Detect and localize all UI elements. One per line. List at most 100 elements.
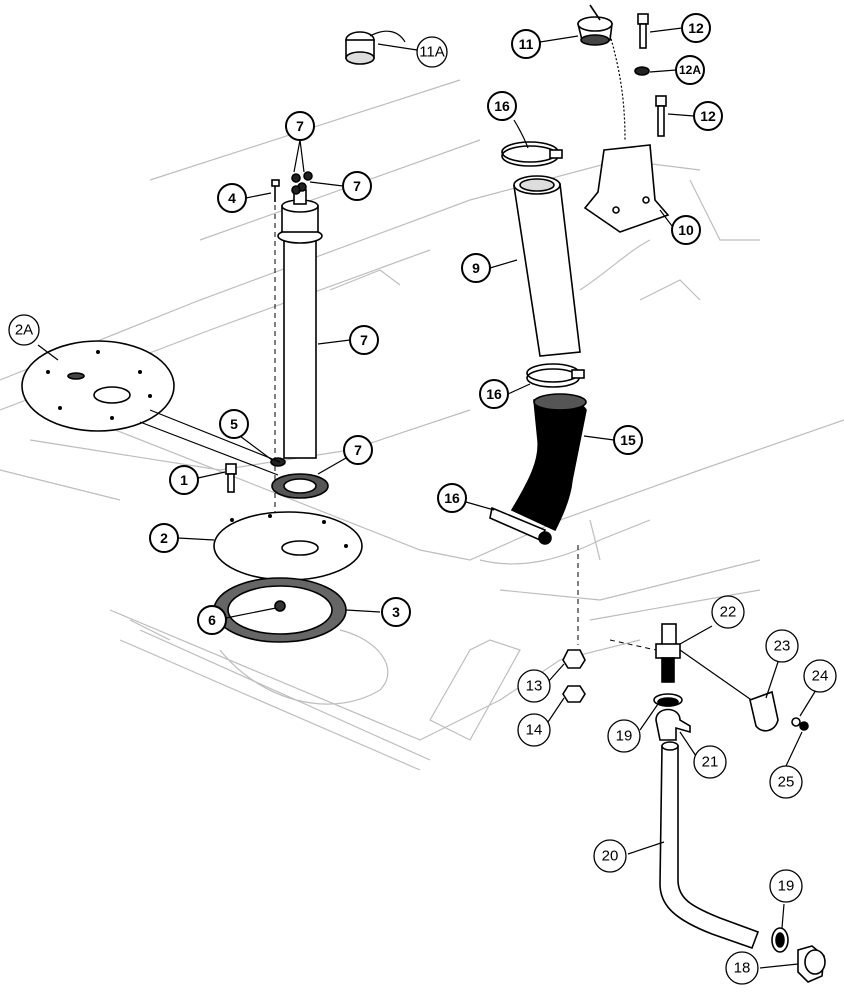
callout-2a: 2A <box>8 314 40 346</box>
callout-11: 11 <box>511 29 541 59</box>
svg-text:23: 23 <box>774 638 791 655</box>
callout-7-tube: 7 <box>349 325 379 355</box>
callout-24: 24 <box>803 659 837 693</box>
nut-25 <box>799 721 809 731</box>
svg-text:4: 4 <box>228 190 236 206</box>
fuel-sender-7 <box>277 189 323 459</box>
callout-7-top: 7 <box>285 111 315 141</box>
svg-text:13: 13 <box>526 678 543 695</box>
nuts-7-top <box>291 171 313 195</box>
callout-16-middle: 16 <box>479 379 509 409</box>
callout-6: 6 <box>197 605 227 635</box>
callout-7-right: 7 <box>342 171 372 201</box>
callout-12-lower: 12 <box>693 101 723 131</box>
callout-2: 2 <box>149 523 179 553</box>
callout-4: 4 <box>217 183 247 213</box>
callout-16-top: 16 <box>487 91 517 121</box>
callout-7-gasket: 7 <box>343 435 373 465</box>
gasket-7 <box>271 473 329 499</box>
svg-text:2: 2 <box>160 530 168 546</box>
callout-22: 22 <box>711 595 745 629</box>
svg-text:7: 7 <box>360 332 368 348</box>
chassis-outline <box>0 79 844 771</box>
svg-text:22: 22 <box>720 604 737 621</box>
svg-text:16: 16 <box>494 98 510 114</box>
screw-4 <box>271 179 280 202</box>
callout-13: 13 <box>517 669 551 703</box>
svg-text:10: 10 <box>678 222 694 238</box>
svg-text:7: 7 <box>353 178 361 194</box>
hose-clamp-19-upper <box>653 693 683 707</box>
svg-text:5: 5 <box>230 416 238 432</box>
callout-3: 3 <box>381 597 411 627</box>
svg-text:3: 3 <box>392 604 400 620</box>
fuel-cap-11a <box>345 30 406 65</box>
nut-14 <box>562 685 586 703</box>
fuel-pipe-20 <box>659 741 760 950</box>
nut-13 <box>562 649 586 669</box>
callout-1: 1 <box>169 465 199 495</box>
svg-text:21: 21 <box>702 754 719 771</box>
svg-text:14: 14 <box>526 722 543 739</box>
callout-23: 23 <box>765 629 799 663</box>
hose-clamp-16-top <box>501 141 563 167</box>
bolt-1 <box>225 463 237 493</box>
cover-plate-2a <box>21 340 281 476</box>
svg-text:18: 18 <box>734 960 751 977</box>
fitting-22 <box>609 623 761 707</box>
callout-21: 21 <box>693 745 727 779</box>
svg-text:16: 16 <box>444 490 460 506</box>
svg-text:7: 7 <box>354 442 362 458</box>
svg-text:12A: 12A <box>679 63 701 77</box>
svg-text:6: 6 <box>208 612 216 628</box>
svg-text:11: 11 <box>519 36 534 52</box>
callout-5: 5 <box>219 409 249 439</box>
callout-19-lower: 19 <box>769 869 803 903</box>
callout-18: 18 <box>725 951 759 985</box>
callout-12a: 12A <box>675 55 705 85</box>
callout-25: 25 <box>769 765 803 799</box>
svg-text:15: 15 <box>620 432 636 448</box>
gasket-3 <box>213 577 347 643</box>
callout-12-top: 12 <box>681 13 711 43</box>
svg-text:2A: 2A <box>15 322 33 339</box>
elbow-23 <box>749 690 779 732</box>
callout-10: 10 <box>671 215 701 245</box>
svg-text:19: 19 <box>778 878 795 895</box>
hose-clamp-19-lower <box>771 927 789 953</box>
callout-15: 15 <box>613 425 643 455</box>
washer-12a <box>634 66 650 76</box>
callout-20: 20 <box>593 839 627 873</box>
svg-text:7: 7 <box>296 118 304 134</box>
bolt-12-top <box>637 13 649 49</box>
svg-text:16: 16 <box>486 386 502 402</box>
svg-text:1: 1 <box>180 472 188 488</box>
svg-text:9: 9 <box>472 260 480 276</box>
leader-lines <box>37 27 817 969</box>
callout-9: 9 <box>461 253 491 283</box>
elbow-hose-15 <box>510 393 587 532</box>
svg-text:12: 12 <box>700 108 716 124</box>
mounting-plate-2 <box>213 511 363 581</box>
svg-text:12: 12 <box>688 20 704 36</box>
callouts: 11A 11 12 12A 12 16 10 7 7 4 9 7 2A 16 5… <box>8 13 837 985</box>
elbow-fitting-18 <box>797 945 826 983</box>
svg-text:25: 25 <box>778 774 795 791</box>
callout-16-lower: 16 <box>437 483 467 513</box>
svg-text:19: 19 <box>616 728 633 745</box>
bolt-12-lower <box>655 95 667 137</box>
callout-19-upper: 19 <box>607 719 641 753</box>
hose-clamp-16-lower <box>489 506 552 545</box>
hose-clamp-16-middle <box>526 363 585 388</box>
fuel-cap-11 <box>576 4 626 141</box>
pipe-clamp-21 <box>655 708 691 741</box>
bracket-10 <box>583 144 670 233</box>
svg-text:24: 24 <box>812 668 829 685</box>
washer-24 <box>791 717 801 727</box>
svg-text:20: 20 <box>602 848 619 865</box>
callout-11a: 11A <box>416 36 448 68</box>
callout-14: 14 <box>517 713 551 747</box>
filler-tube-9 <box>513 175 581 357</box>
svg-text:11A: 11A <box>419 44 445 61</box>
